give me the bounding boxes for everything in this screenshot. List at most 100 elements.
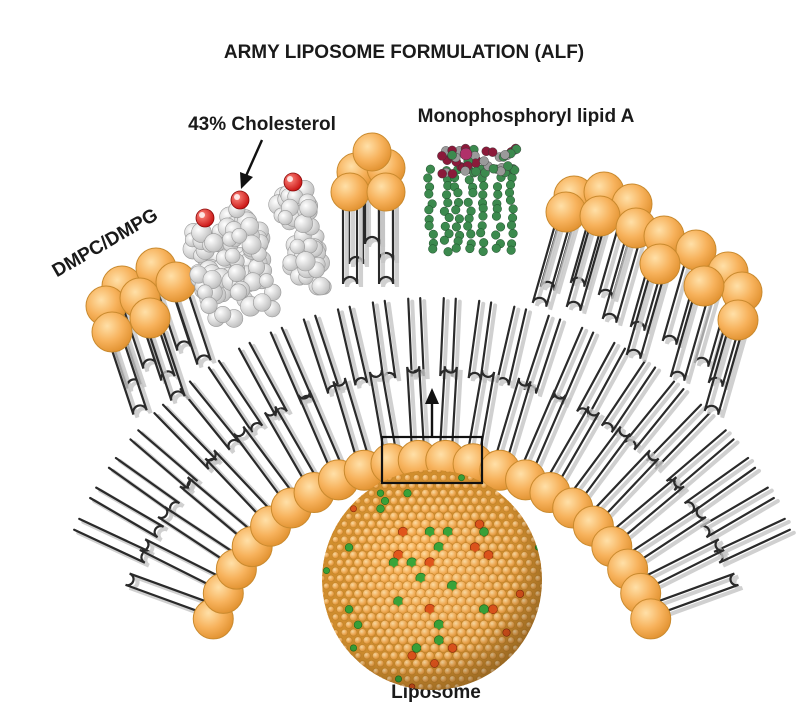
mpla-atom — [440, 221, 450, 231]
sphere-lipid — [322, 606, 325, 613]
cholesterol-label: 43% Cholesterol — [188, 114, 336, 135]
mpla-atom — [478, 246, 488, 257]
lipid-tail — [661, 260, 700, 346]
lipid-head — [717, 299, 759, 341]
lipid-tail-shadow — [76, 519, 155, 568]
lipid-tail — [179, 380, 240, 451]
mpla-atom — [476, 228, 486, 238]
atom — [241, 234, 262, 255]
mpla-atom — [478, 203, 488, 213]
mpla-head-atom — [437, 168, 447, 179]
lipid-tail — [439, 366, 458, 448]
atom — [202, 270, 222, 290]
lipid-tail-shadow — [132, 431, 203, 495]
lipid-tail — [669, 296, 708, 382]
lipid-tail — [522, 389, 567, 470]
oxygen-atom — [230, 190, 250, 210]
mpla-atom — [424, 189, 434, 199]
atom — [295, 251, 316, 272]
lipid-tail-shadow — [381, 204, 400, 288]
mpla-atom — [454, 214, 464, 224]
mpla-atom — [444, 212, 454, 223]
lipid-tail — [139, 538, 218, 587]
mpla-atom — [428, 244, 438, 254]
lipid-tail — [204, 449, 271, 518]
mpla-atom — [425, 164, 435, 174]
lipid-tail-shadow — [151, 330, 191, 405]
lipid-tail — [232, 425, 293, 499]
mpla-atom — [453, 188, 463, 198]
mpla-head-atom — [447, 169, 458, 179]
mpla-atom — [464, 213, 474, 224]
lipid-tail — [332, 377, 369, 460]
lipid-tail-shadow — [182, 382, 245, 455]
lipid-tail-shadow — [717, 519, 796, 568]
atom — [200, 296, 218, 314]
mpla-atom — [505, 195, 516, 205]
lipid-tail-shadow — [470, 372, 501, 456]
mpla-atom — [442, 190, 452, 200]
lipid-tail — [547, 405, 601, 483]
lipid-tail — [368, 369, 397, 452]
sphere-lipid — [539, 598, 542, 605]
atom — [224, 247, 241, 264]
mpla-head-atom — [479, 156, 489, 166]
mpla-atom — [491, 243, 501, 253]
lipid-tail — [571, 425, 632, 499]
lipid-tail — [129, 429, 199, 492]
mpla-atom — [491, 211, 502, 221]
oxygen-atom — [195, 208, 215, 228]
mpla-atom — [508, 228, 518, 239]
lipid-tail-shadow — [107, 318, 147, 393]
lipid-tail-shadow — [110, 459, 185, 518]
mpla-atom — [464, 175, 474, 185]
atom — [289, 238, 306, 255]
mpla-atom — [465, 243, 475, 254]
oxygen-highlight — [234, 194, 240, 200]
lipid-tail — [703, 330, 742, 416]
atom — [229, 283, 248, 301]
lipid-head — [330, 172, 370, 212]
zoom-arrow — [425, 388, 439, 437]
atom — [299, 199, 318, 218]
mpla-atom — [466, 229, 476, 239]
sphere-lipid — [485, 676, 492, 682]
lipid-tail — [600, 359, 657, 434]
lipid-tail — [565, 226, 604, 312]
lipid-head — [155, 261, 197, 303]
mpla-atom — [451, 222, 461, 232]
lipid-tail — [593, 449, 660, 518]
sphere-lipid — [539, 552, 542, 559]
diagram-title: ARMY LIPOSOME FORMULATION (ALF) — [224, 42, 584, 63]
mpla-atom — [451, 243, 461, 253]
lipid-tail-shadow — [409, 369, 430, 452]
oxygen-highlight — [287, 176, 293, 182]
lipid-tail — [179, 476, 251, 539]
mpla-atom — [451, 205, 461, 215]
mpla-atom — [444, 229, 454, 239]
mpla-atom — [424, 205, 434, 215]
mpla-head-atom — [437, 151, 447, 161]
lipid-tail — [625, 274, 664, 360]
lipid-tail — [110, 342, 148, 415]
mpla-atom — [478, 190, 488, 200]
lipid-tail-shadow — [92, 488, 169, 542]
phospholipid-pair — [330, 132, 406, 288]
mpla-head-atom — [447, 150, 457, 160]
mpla-atom — [439, 206, 449, 216]
lipid-tail — [207, 359, 264, 434]
mpla-atom — [423, 173, 433, 183]
lipid-head — [366, 172, 406, 212]
lipid-head — [579, 195, 621, 237]
lipid-head — [129, 297, 171, 339]
lipid-head — [352, 132, 392, 172]
atom — [253, 293, 272, 312]
mpla-atom — [439, 235, 449, 245]
lipid-tail — [336, 305, 369, 386]
lipid-head — [91, 311, 133, 353]
atom — [311, 276, 331, 296]
mpla-head-atom — [471, 166, 481, 177]
mpla-molecule — [423, 143, 522, 257]
lipid-tail-shadow — [442, 369, 463, 452]
right-lipid-cluster — [531, 171, 763, 419]
